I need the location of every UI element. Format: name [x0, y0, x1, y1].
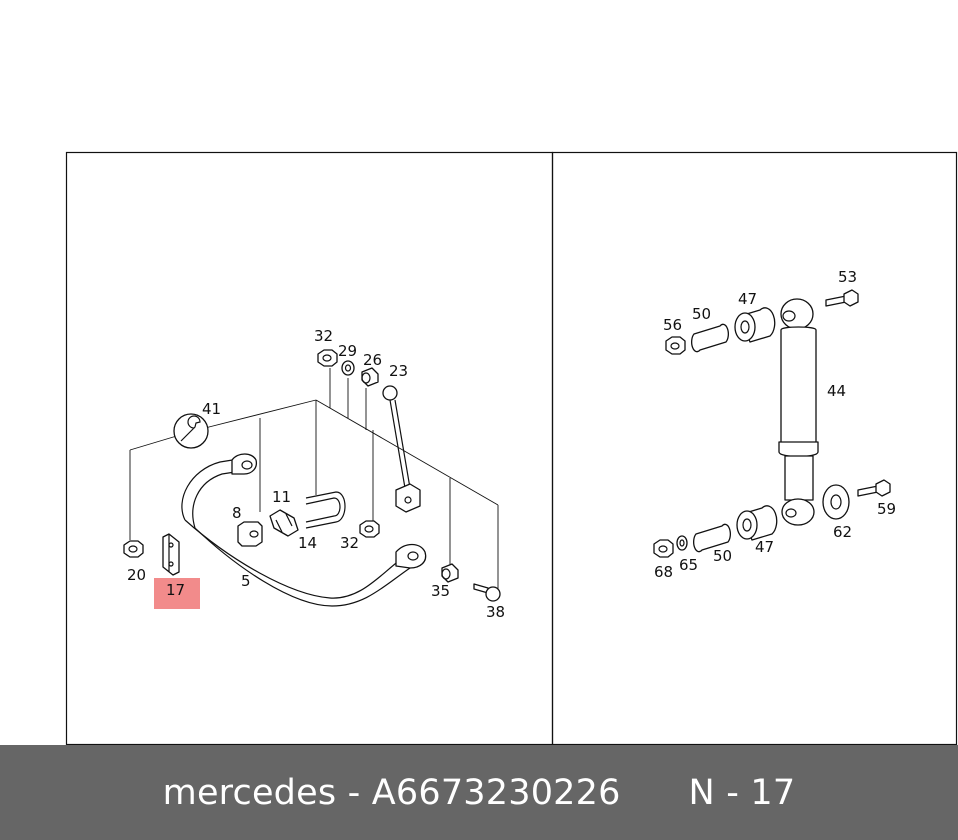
label-65: 65: [679, 556, 698, 574]
part-59-bolt: [857, 479, 891, 497]
highlight-box-17: [154, 578, 200, 609]
label-17: 17: [166, 581, 185, 599]
label-41: 41: [202, 400, 221, 418]
label-14: 14: [298, 534, 317, 552]
parts-diagram: 41 32 29 26 23 11 8 14 32 20 17 5 35 38: [65, 151, 958, 745]
part-53-bolt: [825, 289, 859, 307]
part-14-u-bolt: [305, 491, 346, 529]
part-35-bushing: [441, 563, 459, 583]
part-11-clamp: [269, 509, 299, 537]
label-68: 68: [654, 563, 673, 581]
footer-position: N - 17: [688, 772, 796, 813]
part-68-nut: [653, 539, 674, 558]
part-47-bushing-top: [734, 307, 776, 343]
label-47-top: 47: [738, 290, 757, 308]
label-8: 8: [232, 504, 242, 522]
label-29: 29: [338, 342, 357, 360]
label-23: 23: [389, 362, 408, 380]
part-38-bolt: [473, 583, 501, 602]
label-44: 44: [827, 382, 846, 400]
label-50-top: 50: [692, 305, 711, 323]
part-26-bushing: [361, 367, 379, 387]
part-50-sleeve-bottom: [693, 523, 731, 553]
left-panel-frame: [65, 151, 554, 745]
part-50-sleeve-top: [691, 323, 729, 353]
label-11: 11: [272, 488, 291, 506]
part-47-bushing-bottom: [736, 505, 778, 541]
wrench-icon: [173, 413, 209, 449]
part-23-link-rod: [382, 385, 421, 513]
label-5: 5: [241, 572, 251, 590]
footer-brand: mercedes: [162, 772, 337, 813]
footer-part-number: A6673230226: [371, 772, 621, 813]
part-17-bracket: [162, 533, 180, 576]
part-5-stabilizer-bar: [181, 453, 427, 607]
label-50-bottom: 50: [713, 547, 732, 565]
footer-bar: mercedes - A6673230226 N - 17: [0, 745, 958, 840]
label-53: 53: [838, 268, 857, 286]
label-38: 38: [486, 603, 505, 621]
footer-gap: [621, 773, 689, 813]
part-44-shock-absorber: [778, 298, 819, 526]
label-59: 59: [877, 500, 896, 518]
label-20: 20: [127, 566, 146, 584]
part-56-nut: [665, 336, 686, 355]
part-32-nut-top: [317, 349, 338, 367]
part-65-washer: [676, 535, 688, 551]
label-62: 62: [833, 523, 852, 541]
part-62-bushing: [822, 484, 850, 520]
label-26: 26: [363, 351, 382, 369]
part-20-nut: [123, 540, 144, 558]
label-47-bottom: 47: [755, 538, 774, 556]
footer-separator: -: [336, 772, 372, 813]
right-panel-frame: [551, 151, 958, 745]
label-32-top: 32: [314, 327, 333, 345]
part-8-rubber-block: [237, 521, 263, 547]
leader-lines-left: [129, 368, 499, 590]
label-32-bottom: 32: [340, 534, 359, 552]
part-32-nut-bottom: [359, 520, 380, 538]
label-56: 56: [663, 316, 682, 334]
label-35: 35: [431, 582, 450, 600]
part-29-washer: [341, 360, 355, 376]
